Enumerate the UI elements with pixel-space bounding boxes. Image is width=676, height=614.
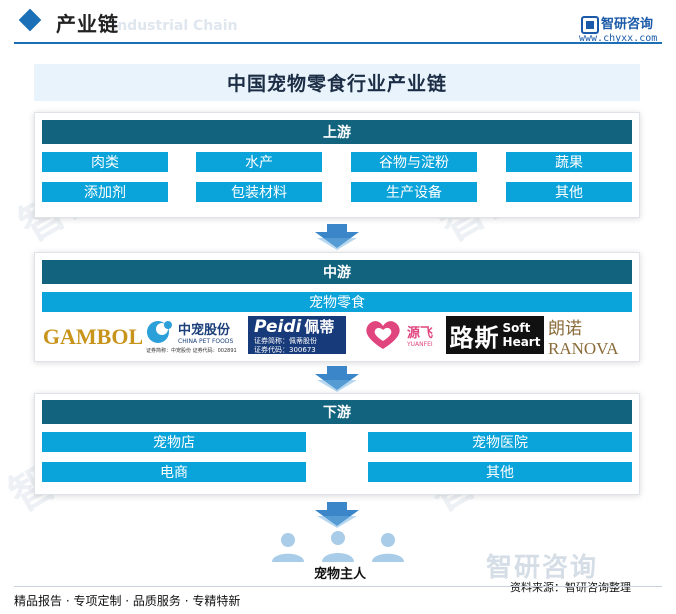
zhongchong-mark-icon — [147, 321, 172, 343]
peidi-logo: Peidi 佩蒂 证券简称：佩蒂股份 证券代码：300673 — [248, 316, 346, 354]
header-divider — [14, 42, 662, 44]
downstream-item: 其他 — [368, 462, 632, 482]
person-icon — [322, 531, 354, 562]
brand-url: www.chyxx.com — [579, 33, 658, 44]
person-icon — [272, 533, 304, 562]
footer-brand-watermark: 智研咨询 — [486, 553, 599, 583]
upstream-item: 添加剂 — [42, 182, 168, 202]
upstream-item: 其他 — [506, 182, 632, 202]
upstream-item: 水产 — [196, 152, 322, 172]
downstream-item: 宠物医院 — [368, 432, 632, 452]
footer-divider — [14, 586, 662, 587]
chain-title: 中国宠物零食行业产业链 — [34, 64, 640, 101]
midstream-header: 中游 — [42, 260, 632, 284]
downstream-item: 电商 — [42, 462, 306, 482]
flow-arrow-icon — [315, 366, 359, 392]
upstream-item: 肉类 — [42, 152, 168, 172]
zhongchong-logo: 中宠股份 CHINA PET FOODS 证券简称：中宠股份 证券代码：0028… — [146, 318, 246, 355]
upstream-item: 生产设备 — [351, 182, 477, 202]
lusi-logo: 路斯 Soft Heart — [446, 316, 544, 354]
upstream-header: 上游 — [42, 120, 632, 144]
ranova-logo: 朗诺RANOVA — [548, 318, 619, 355]
yuanfei-logo: 源飞 YUANFEI — [352, 316, 444, 354]
page-title: 产业链 — [56, 12, 119, 36]
yuanfei-heart-icon — [366, 321, 400, 349]
end-user-label: 宠物主人 — [313, 567, 366, 582]
upstream-item: 蔬果 — [506, 152, 632, 172]
upstream-item: 包装材料 — [196, 182, 322, 202]
upstream-item: 谷物与淀粉 — [351, 152, 477, 172]
brand-name: 智研咨询 — [601, 17, 654, 32]
downstream-header: 下游 — [42, 400, 632, 424]
downstream-item: 宠物店 — [42, 432, 306, 452]
person-icon — [372, 533, 404, 562]
flow-arrow-icon — [315, 224, 359, 250]
brand-logo-icon — [581, 16, 599, 34]
midstream-product: 宠物零食 — [42, 292, 632, 312]
header-diamond-icon — [18, 8, 42, 32]
header-ghost-text: Industrial Chain — [112, 18, 238, 34]
source-note: 资料来源：智研咨询整理 — [510, 581, 631, 594]
footer-tagline: 精品报告 · 专项定制 · 品质服务 · 专精特新 — [14, 594, 241, 608]
gambol-logo: GAMBOL — [44, 323, 142, 349]
flow-arrow-icon — [315, 502, 359, 528]
